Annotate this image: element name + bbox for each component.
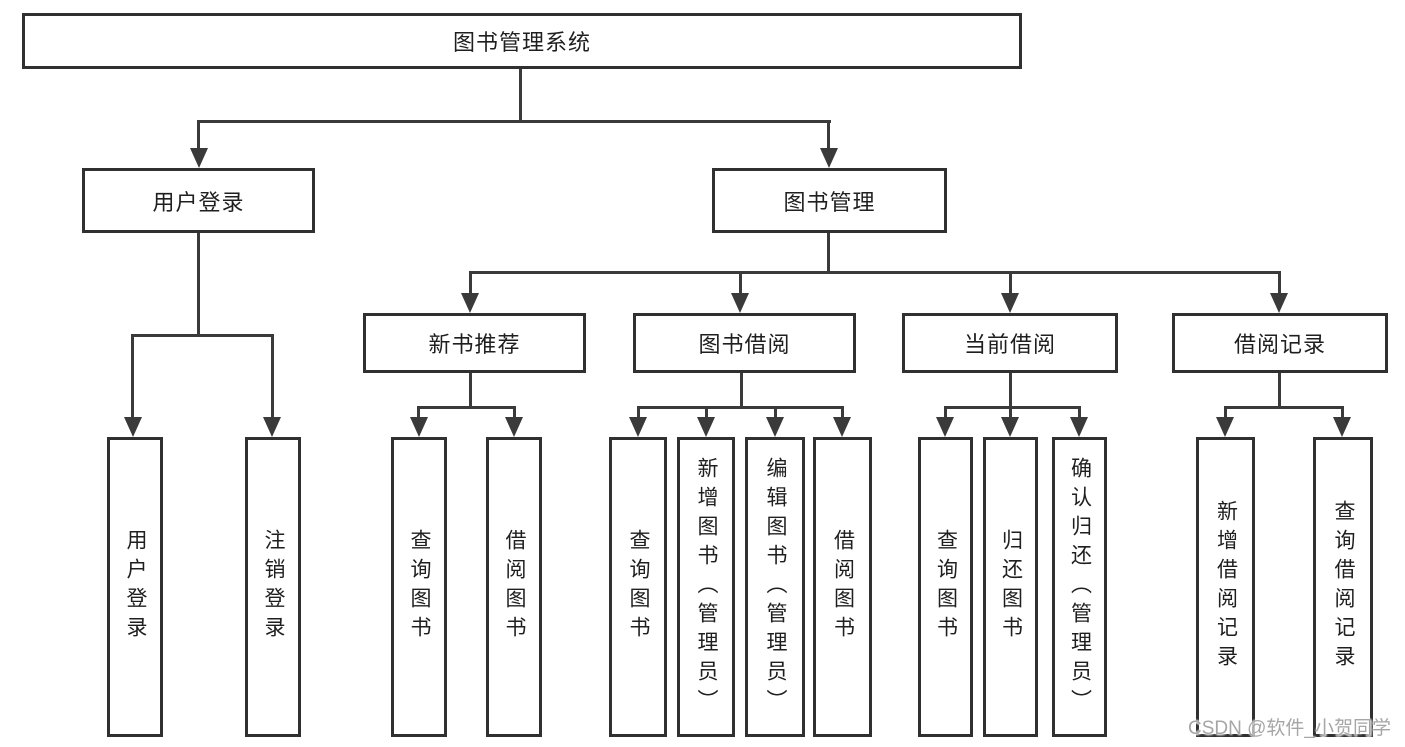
connector-line xyxy=(1278,271,1281,297)
leaf-label: 查询借阅记录 xyxy=(1332,500,1356,674)
connector-line xyxy=(944,406,1081,409)
node-label: 图书管理 xyxy=(783,189,876,215)
node-user-login: 用户登录 xyxy=(82,168,315,233)
connector-line xyxy=(513,406,516,419)
connector-line xyxy=(1009,406,1012,419)
arrowhead-down-icon xyxy=(936,417,954,437)
connector-line xyxy=(739,271,742,297)
node-current-borrow: 当前借阅 xyxy=(902,313,1118,373)
connector-line xyxy=(827,120,830,152)
leaf-borrow-borrow-books: 借阅图书 xyxy=(813,437,872,737)
node-library-management-system: 图书管理系统 xyxy=(22,13,1022,69)
arrowhead-down-icon xyxy=(833,417,851,437)
arrowhead-down-icon xyxy=(124,417,142,437)
leaf-records-add-borrow-record: 新增借阅记录 xyxy=(1196,437,1255,737)
node-label: 图书借阅 xyxy=(698,332,791,357)
connector-line xyxy=(1009,373,1012,409)
arrowhead-down-icon xyxy=(697,417,715,437)
csdn-watermark: CSDN @软件_小贺同学 xyxy=(1188,718,1391,739)
node-label: 借阅记录 xyxy=(1233,332,1326,357)
node-borrow-records: 借阅记录 xyxy=(1172,313,1388,373)
node-label: 新书推荐 xyxy=(428,332,521,357)
connector-line xyxy=(197,120,200,152)
node-label: 用户登录 xyxy=(152,189,245,215)
leaf-label: 查询图书 xyxy=(934,529,958,645)
connector-line xyxy=(637,406,844,409)
leaf-recommend-borrow-books: 借阅图书 xyxy=(486,437,542,737)
connector-line xyxy=(131,334,274,337)
arrowhead-down-icon xyxy=(1270,293,1288,313)
leaf-label: 新增借阅记录 xyxy=(1214,500,1238,674)
arrowhead-down-icon xyxy=(410,417,428,437)
leaf-label: 归还图书 xyxy=(999,529,1023,645)
leaf-label: 查询图书 xyxy=(408,529,432,645)
leaf-recommend-query-books: 查询图书 xyxy=(391,437,447,737)
leaf-label: 新增图书（管理员） xyxy=(695,456,719,718)
leaf-logout: 注销登录 xyxy=(245,437,301,737)
arrowhead-down-icon xyxy=(1216,417,1234,437)
connector-line xyxy=(197,120,831,123)
connector-line xyxy=(1009,271,1012,297)
arrowhead-down-icon xyxy=(1001,417,1019,437)
arrowhead-down-icon xyxy=(766,417,784,437)
connector-line xyxy=(1224,406,1227,419)
connector-line xyxy=(637,406,640,419)
connector-line xyxy=(841,406,844,419)
connector-line xyxy=(740,373,743,409)
arrowhead-down-icon xyxy=(1070,417,1088,437)
leaf-current-confirm-return-admin: 确认归还（管理员） xyxy=(1052,437,1107,737)
arrowhead-down-icon xyxy=(190,148,208,168)
connector-line xyxy=(469,271,1281,274)
arrowhead-down-icon xyxy=(1333,417,1351,437)
arrowhead-down-icon xyxy=(505,417,523,437)
connector-line xyxy=(197,233,200,337)
leaf-label: 用户登录 xyxy=(124,529,148,645)
arrowhead-down-icon xyxy=(263,417,281,437)
node-label: 图书管理系统 xyxy=(452,30,591,55)
leaf-label: 注销登录 xyxy=(262,529,286,645)
leaf-current-query-books: 查询图书 xyxy=(918,437,973,737)
connector-line xyxy=(519,69,522,122)
connector-line xyxy=(417,406,516,409)
leaf-label: 确认归还（管理员） xyxy=(1068,456,1092,718)
leaf-current-return-books: 归还图书 xyxy=(983,437,1038,737)
leaf-label: 借阅图书 xyxy=(831,529,855,645)
leaf-label: 编辑图书（管理员） xyxy=(764,456,788,718)
node-label: 当前借阅 xyxy=(963,332,1056,357)
connector-line xyxy=(417,406,420,419)
connector-line xyxy=(1341,406,1344,419)
leaf-borrow-query-books: 查询图书 xyxy=(609,437,667,737)
connector-line xyxy=(469,271,472,297)
connector-line xyxy=(131,334,134,419)
node-book-borrow: 图书借阅 xyxy=(633,313,856,373)
leaf-records-query-borrow-record: 查询借阅记录 xyxy=(1313,437,1373,737)
connector-line xyxy=(705,406,708,419)
arrowhead-down-icon xyxy=(731,293,749,313)
connector-line xyxy=(774,406,777,419)
arrowhead-down-icon xyxy=(820,148,838,168)
leaf-label: 借阅图书 xyxy=(503,529,527,645)
connector-line xyxy=(271,334,274,419)
connector-line xyxy=(1078,406,1081,419)
leaf-user-login: 用户登录 xyxy=(107,437,163,737)
connector-line xyxy=(944,406,947,419)
connector-line xyxy=(1224,406,1344,409)
leaf-borrow-add-books-admin: 新增图书（管理员） xyxy=(677,437,735,737)
node-new-book-recommend: 新书推荐 xyxy=(363,313,586,373)
arrowhead-down-icon xyxy=(629,417,647,437)
leaf-borrow-edit-books-admin: 编辑图书（管理员） xyxy=(745,437,805,737)
connector-line xyxy=(469,373,472,409)
connector-line xyxy=(827,233,830,273)
connector-line xyxy=(1278,373,1281,409)
arrowhead-down-icon xyxy=(461,293,479,313)
node-book-management: 图书管理 xyxy=(712,168,947,233)
leaf-label: 查询图书 xyxy=(627,529,651,645)
arrowhead-down-icon xyxy=(1001,293,1019,313)
